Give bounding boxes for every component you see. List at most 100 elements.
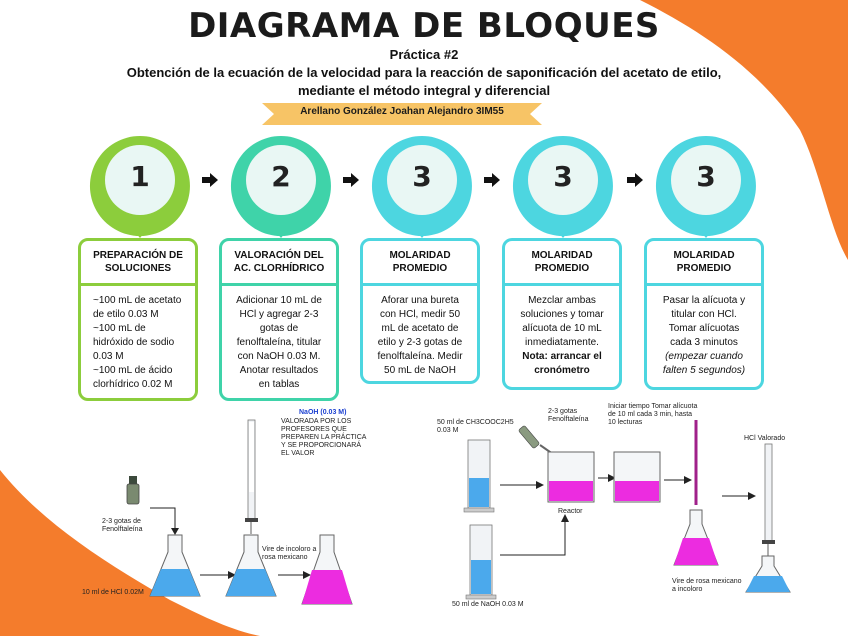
flow-arrow-line <box>500 520 566 556</box>
card-title: MOLARIDAD PROMEDIO <box>647 241 761 286</box>
card-line: ~100 mL de <box>93 323 146 334</box>
arrow-right-icon <box>484 173 500 187</box>
card-line: soluciones y tomar <box>520 309 604 320</box>
arrow-right-icon <box>627 173 643 187</box>
flask-pink-right-icon <box>673 509 719 566</box>
flow-arrow-head <box>303 571 311 579</box>
card-line: titular con HCl. <box>671 309 737 320</box>
card-line: mL de acetato de <box>381 323 459 334</box>
card-line: ~100 mL de acetato <box>93 295 182 306</box>
card-body: Adicionar 10 mL de HCl y agregar 2-3 got… <box>222 286 336 400</box>
flow-arrow-head <box>748 492 756 500</box>
card-line: con HCl, medir 50 <box>379 309 461 320</box>
step-4-card: MOLARIDAD PROMEDIO Mezclar ambas solucio… <box>502 238 622 390</box>
step-5-card: MOLARIDAD PROMEDIO Pasar la alícuota y t… <box>644 238 764 390</box>
card-body: Aforar una bureta con HCl, medir 50 mL d… <box>363 286 477 386</box>
phenolphthalein-label: 2-3 gotas Fenolftaleína <box>548 408 589 423</box>
practice-label: Práctica #2 <box>389 47 459 62</box>
step-5-marker: 3 <box>650 130 762 240</box>
arrow-right-icon <box>202 173 218 187</box>
card-line: ~100 mL de ácido <box>93 365 173 376</box>
pin-circle-icon <box>89 136 190 238</box>
timing-instruction-label: Iniciar tiempo Tomar alícuota de 10 ml c… <box>608 403 698 426</box>
card-line: Pasar la alícuota y <box>662 295 746 306</box>
flask-titration-icon <box>225 534 277 597</box>
card-line: Mezclar ambas <box>528 295 596 306</box>
card-body: Mezclar ambas soluciones y tomar alícuot… <box>505 286 619 386</box>
card-line: Nota: arrancar el <box>522 351 602 362</box>
card-title: PREPARACIÓN DE SOLUCIONES <box>81 241 195 286</box>
orange-corner-bottom-left <box>0 470 260 636</box>
page-title: DIAGRAMA DE BLOQUES <box>188 6 660 46</box>
card-line: alícuota de 10 mL <box>522 323 602 334</box>
step-4-marker: 3 <box>507 130 619 240</box>
flow-arrow-head <box>561 514 569 522</box>
reactor-beaker-icon <box>547 451 595 503</box>
card-line: clorhídrico 0.02 M <box>93 379 173 390</box>
objective-text: Obtención de la ecuación de la velocidad… <box>0 64 848 100</box>
card-line: (empezar cuando <box>665 351 743 362</box>
card-body: Pasar la alícuota y titular con HCl. Tom… <box>647 286 761 386</box>
drop-arrow-line <box>150 507 176 530</box>
card-title: MOLARIDAD PROMEDIO <box>363 241 477 286</box>
indicator-bottle-icon <box>126 476 140 505</box>
step-3-card: MOLARIDAD PROMEDIO Aforar una bureta con… <box>360 238 480 384</box>
naoh-volume-label: 50 ml de NaOH 0.03 M <box>452 601 524 608</box>
objective-line-1: Obtención de la ecuación de la velocidad… <box>126 65 722 80</box>
step-2-marker: 2 <box>225 130 337 240</box>
drop-arrow-head <box>171 528 179 535</box>
pin-circle-icon <box>371 136 472 238</box>
flask-final-icon <box>745 555 791 593</box>
step-number: 3 <box>412 160 432 193</box>
card-line: etilo y 2-3 gotas de <box>377 337 463 348</box>
author-name: Arellano González Joahan Alejandro 3IM55 <box>300 106 504 117</box>
card-line: Adicionar 10 mL de <box>236 295 322 306</box>
orange-corner-top-right <box>640 0 848 260</box>
card-title: MOLARIDAD PROMEDIO <box>505 241 619 286</box>
card-line: en tablas <box>258 379 300 390</box>
color-change-label: Vire de incoloro a rosa mexicano <box>262 546 317 561</box>
sample-beaker-icon <box>613 451 661 503</box>
reactor-label: Reactor <box>558 508 583 515</box>
valorada-label: VALORADA POR LOS PROFESORES QUE PREPAREN… <box>281 418 367 457</box>
card-line: cronómetro <box>534 365 590 376</box>
card-line: con NaOH 0.03 M. <box>237 351 321 362</box>
arrow-right-icon <box>343 173 359 187</box>
card-line: fenolftaleína. Medir <box>377 351 463 362</box>
objective-line-2: mediante el método integral y diferencia… <box>297 83 551 98</box>
card-body: ~100 mL de acetato de etilo 0.03 M ~100 … <box>81 286 195 400</box>
step-number: 3 <box>553 160 573 193</box>
card-line: 0.03 M <box>93 351 124 362</box>
graduated-cylinder-acetate-icon <box>463 439 495 513</box>
flow-arrow-head <box>684 476 692 484</box>
flow-arrow-head <box>228 571 236 579</box>
flow-arrow-head <box>608 474 616 482</box>
acetate-volume-label: 50 ml de CH3COOC2H5 0.03 M <box>437 419 514 434</box>
pin-circle-icon <box>655 136 756 238</box>
card-line: hidróxido de sodio <box>93 337 175 348</box>
color-change-right-label: Vire de rosa mexicano a incoloro <box>672 578 742 593</box>
card-line: de etilo 0.03 M <box>93 309 159 320</box>
flask-pink-icon <box>301 534 353 605</box>
card-line: gotas de <box>259 323 299 334</box>
burette-right-icon <box>762 443 775 556</box>
step-3-marker: 3 <box>366 130 478 240</box>
step-number: 3 <box>696 160 716 193</box>
card-line: Anotar resultados <box>239 365 319 376</box>
graduated-cylinder-naoh-icon <box>465 524 497 600</box>
card-line: cada 3 minutos <box>670 337 738 348</box>
card-line: Aforar una bureta <box>381 295 459 306</box>
step-2-card: VALORACIÓN DEL AC. CLORHÍDRICO Adicionar… <box>219 238 339 401</box>
author-ribbon <box>262 103 542 125</box>
hcl-volume-label: 10 ml de HCl 0.02M <box>82 589 144 596</box>
card-line: 50 mL de NaOH <box>384 365 456 376</box>
card-line: falten 5 segundos) <box>662 365 746 376</box>
step-1-card: PREPARACIÓN DE SOLUCIONES ~100 mL de ace… <box>78 238 198 401</box>
flask-hcl-icon <box>149 534 201 597</box>
hcl-valorado-label: HCl Valorado <box>744 435 786 442</box>
pin-circle-icon <box>230 136 331 238</box>
step-1-marker: 1 <box>84 130 196 240</box>
